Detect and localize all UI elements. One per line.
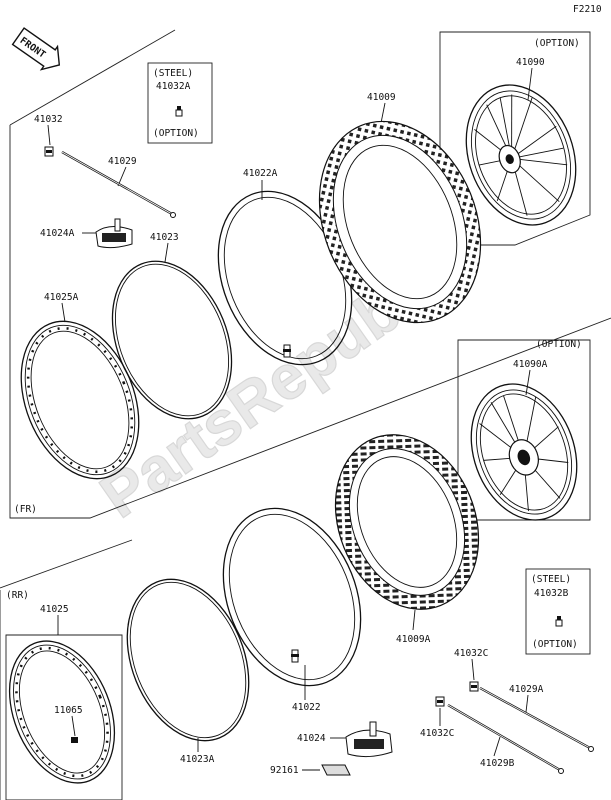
rim-band-41023A [126,578,250,742]
label-41029B: 41029B [480,758,515,769]
nipple-41032A [175,106,183,117]
leader-41025A [61,302,66,323]
option-note-wheel-front: (OPTION) [534,38,580,49]
rim-lock-41024 [345,721,393,758]
steel-rear-title: (STEEL) [531,574,571,585]
option-box-steel-front [147,62,213,144]
steel-front-note: (OPTION) [153,128,199,139]
label-41032C-top: 41032C [454,648,488,659]
rim-41025 [8,640,116,784]
spoke-41029A [479,687,594,752]
leader-41090 [527,67,533,101]
rim-box-41025 [5,634,123,800]
tire-41009A [334,434,480,610]
label-92161: 92161 [270,765,299,776]
leader-41029A [525,694,529,713]
washer-92161 [321,764,351,776]
steel-front-title: (STEEL) [153,68,193,79]
label-41009A: 41009A [396,634,431,645]
leader-11065 [71,715,76,737]
front-section-border [9,125,611,519]
option-box-steel-rear [525,568,591,655]
option-note-wheel-rear: (OPTION) [536,339,582,350]
steel-rear-part: 41032B [534,588,569,599]
front-section-top-edge [9,29,176,126]
nipple-41032C-bottom [435,696,445,707]
label-41024A: 41024A [40,228,75,239]
leader-41009A [412,609,416,631]
rim-lock-41024A [95,218,133,249]
tube-valve-41022A [283,344,291,358]
spoke-nipple-41032 [44,146,54,157]
leader-41029B [493,736,501,757]
label-41009: 41009 [367,92,396,103]
label-41090A: 41090A [513,359,548,370]
front-direction-badge: FRONT [11,27,61,71]
label-41025A: 41025A [44,292,79,303]
rim-lug-11065 [71,737,78,743]
label-41025: 41025 [40,604,69,615]
spoke-41029B [447,704,564,774]
leader-41032 [47,124,51,146]
nipple-41032C-top [469,681,479,692]
spoked-wheel-rear [470,383,578,521]
label-41029: 41029 [108,156,137,167]
tube-valve-41022 [291,649,299,663]
rear-section-top-edge [0,539,133,589]
label-41032: 41032 [34,114,63,125]
option-box-wheel-rear [457,339,591,521]
label-41024: 41024 [297,733,326,744]
section-rear-label: (RR) [6,590,29,601]
inner-tube-41022 [222,507,362,687]
label-41023: 41023 [150,232,179,243]
leader-41023 [164,242,169,263]
label-41029A: 41029A [509,684,544,695]
label-11065: 11065 [54,705,83,716]
label-41032C-bottom: 41032C [420,728,454,739]
nipple-41032B [555,616,563,627]
tire-41009 [318,120,482,324]
steel-rear-note: (OPTION) [532,639,578,650]
figure-code: F2210 [573,4,602,15]
label-41022A: 41022A [243,168,278,179]
steel-front-part: 41032A [156,81,191,92]
leader-41032C-top [471,658,475,681]
spoke-41029 [61,151,176,218]
label-41090: 41090 [516,57,545,68]
label-41023A: 41023A [180,754,215,765]
leader-41090A [525,369,531,396]
section-front-label: (FR) [14,504,37,515]
leader-41029 [117,166,127,187]
rim-41025A [20,320,140,480]
spoked-wheel-front [465,84,577,226]
label-41022: 41022 [292,702,321,713]
